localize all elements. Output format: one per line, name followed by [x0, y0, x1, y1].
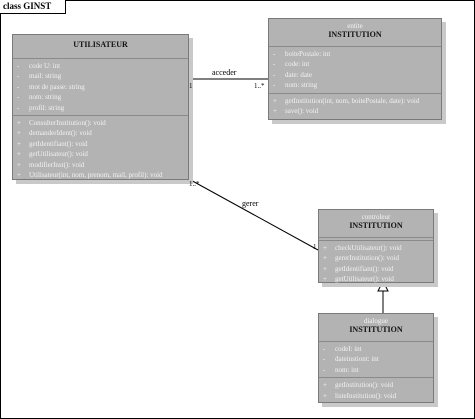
association-acceder-source-multiplicity: 1	[189, 82, 193, 90]
operation-row: +Utilisateur(int, nom, prenom, mail, pro…	[17, 170, 163, 179]
operation-row: +checkUtilisateur(): void	[323, 244, 402, 252]
attribute-row: -dateinstiont: int	[323, 355, 379, 364]
operation-row: +getInstitution(): void	[323, 381, 394, 390]
association-gerer-line	[186, 177, 319, 251]
association-gerer-source-multiplicity: 1..*	[189, 180, 200, 188]
attribute-row: -mot de passe: string	[17, 82, 85, 91]
attribute-row: -boitePostale: int	[273, 50, 331, 58]
attribute-row: -nom: string	[17, 93, 62, 102]
attribute-row: -code U: int	[17, 62, 61, 70]
class-institution-dialog[interactable]: dialogue INSTITUTION -codeI: int -datein…	[318, 313, 434, 403]
operation-row: +demanderIdent(): void	[17, 129, 92, 138]
class-institution-entity-name: INSTITUTION	[328, 30, 382, 39]
class-institution-entity-header: entite INSTITUTION	[269, 19, 441, 47]
association-acceder-target-multiplicity: 1..*	[254, 82, 265, 90]
operation-row: +save(): void	[273, 106, 319, 115]
class-utilisateur-name: UTILISATEUR	[73, 40, 128, 49]
diagram-frame-title: class GINST	[0, 0, 67, 14]
class-institution-controller-attributes	[319, 238, 433, 241]
operation-row: +modifierInst(): void	[17, 160, 85, 169]
class-institution-controller-header: controleur INSTITUTION	[319, 210, 433, 238]
class-utilisateur-header: UTILISATEUR	[13, 35, 188, 59]
class-utilisateur[interactable]: UTILISATEUR -code U: int -mail: string -…	[12, 34, 189, 180]
attribute-row: -codeI: int	[323, 345, 362, 353]
class-institution-entity-attributes: -boitePostale: int -code: int -date: dat…	[269, 47, 441, 94]
operation-row: +gererInstitution(): void	[323, 254, 399, 263]
class-institution-controller[interactable]: controleur INSTITUTION +checkUtilisateur…	[318, 209, 434, 283]
operation-row: +ConsulterInstitution(): void	[17, 118, 106, 127]
operation-row: +listeInstitution(): void	[323, 391, 397, 400]
class-institution-dialog-attributes: -codeI: int -dateinstiont: int -nom: int	[319, 342, 433, 379]
generalization-arrowhead-icon	[377, 279, 389, 292]
class-stereotype: entite	[347, 22, 363, 30]
operation-row: +getIdentifiant(): void	[323, 264, 394, 273]
attribute-row: -date: date	[273, 70, 313, 79]
attribute-row: -profil: string	[17, 103, 65, 112]
class-institution-dialog-operations: +getInstitution(): void +listeInstitutio…	[319, 378, 433, 403]
class-institution-dialog-header: dialogue INSTITUTION	[319, 314, 433, 342]
class-institution-entity[interactable]: entite INSTITUTION -boitePostale: int -c…	[268, 18, 442, 120]
class-institution-entity-operations: +getInstitution(int, nom, boitePostale, …	[269, 94, 441, 119]
operation-row: +getUtilisateur(): void	[17, 150, 88, 159]
association-gerer-target-multiplicity: 1	[313, 243, 317, 251]
class-institution-dialog-name: INSTITUTION	[349, 325, 403, 334]
class-institution-controller-name: INSTITUTION	[349, 221, 403, 230]
attribute-row: -nom: string	[273, 81, 318, 90]
operation-row: +getIdentifiant(): void	[17, 139, 88, 148]
attribute-row: -code: int	[273, 60, 310, 69]
class-utilisateur-operations: +ConsulterInstitution(): void +demanderI…	[13, 116, 188, 182]
attribute-row: -mail: string	[17, 72, 62, 81]
class-institution-controller-operations: +checkUtilisateur(): void +gererInstitut…	[319, 241, 433, 287]
association-acceder-label: acceder	[212, 68, 237, 77]
class-stereotype: controleur	[361, 213, 391, 221]
class-stereotype: dialogue	[363, 317, 389, 325]
operation-row: +getUtilisateur(): void	[323, 275, 394, 284]
class-utilisateur-attributes: -code U: int -mail: string -mot de passe…	[13, 59, 188, 116]
attribute-row: -nom: int	[323, 365, 359, 374]
association-gerer-label: gerer	[242, 199, 259, 208]
operation-row: +getInstitution(int, nom, boitePostale, …	[273, 96, 420, 105]
